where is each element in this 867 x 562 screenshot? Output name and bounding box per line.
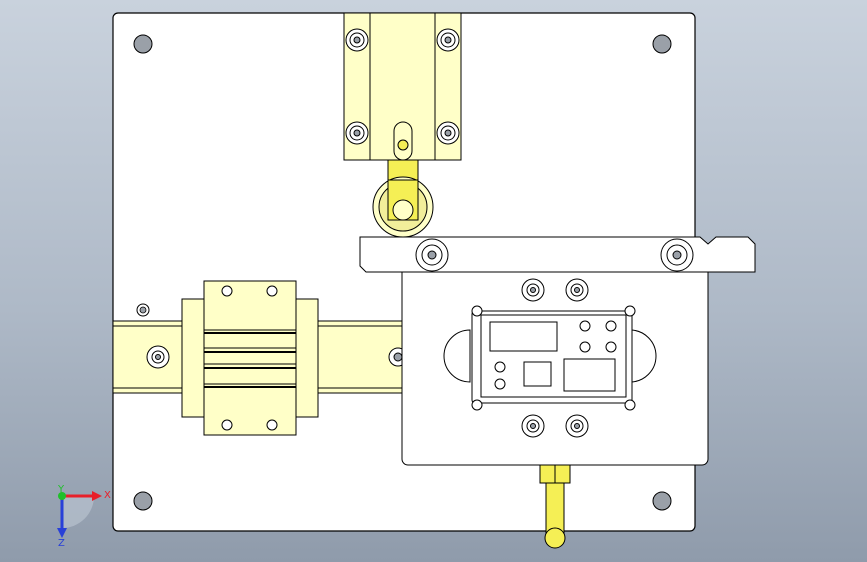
socket-screw-icon [345,121,369,145]
roller-wheel[interactable] [372,176,434,238]
bracket-screws [345,28,460,145]
socket-screw-icon [565,278,589,302]
corner-holes [133,34,672,511]
axis-y-label: Y [57,484,65,495]
clamp-bar[interactable] [359,236,756,273]
slide-block[interactable] [181,280,319,436]
axis-x-label: X [104,490,111,501]
socket-screw-icon [521,278,545,302]
socket-screw-icon [565,414,589,438]
small-screw [136,303,150,317]
coordinate-triad-icon [57,491,102,538]
workpiece [489,320,617,392]
socket-screw-icon [436,121,460,145]
mount-hole-top-right [652,34,672,54]
slide-block-holes [221,285,278,431]
socket-screw-icon [436,28,460,52]
socket-screw-icon [345,28,369,52]
mount-hole-bottom-left [133,491,153,511]
bottom-plunger[interactable] [539,464,571,549]
fixture-screws [521,278,589,438]
mount-hole-top-left [133,34,153,54]
axis-z-label: Z [58,538,65,549]
socket-screw-icon [521,414,545,438]
mount-hole-bottom-right [652,491,672,511]
